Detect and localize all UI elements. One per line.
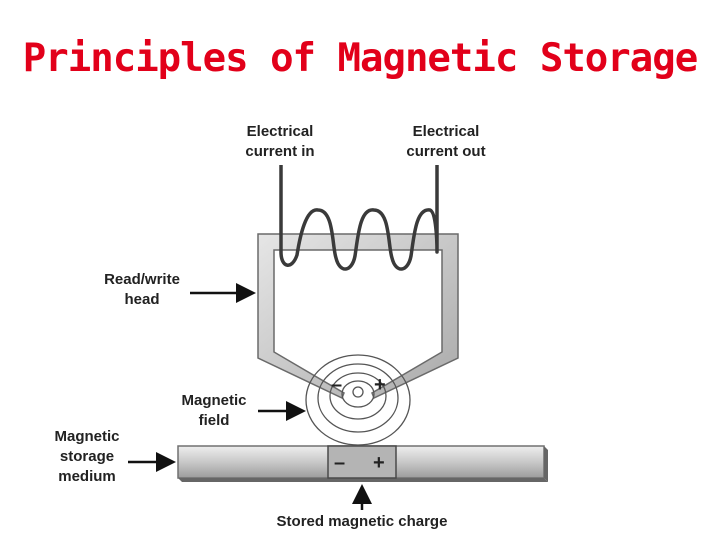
coil-wire (279, 165, 439, 271)
page-title: Principles of Magnetic Storage (22, 36, 698, 81)
label-current-out: Electrical current out (406, 123, 486, 160)
label-current-in: Electrical current in (245, 123, 315, 160)
label-storage-medium: Magnetic storage medium (54, 428, 120, 485)
stored-charge-region (327, 445, 397, 479)
medium-minus-sign: – (334, 452, 345, 474)
label-read-write-head: Read/write head (104, 271, 180, 308)
label-stored-charge: Stored magnetic charge (276, 513, 448, 530)
magnetic-field-rings (305, 354, 411, 446)
medium-plus-sign: + (373, 452, 385, 474)
read-write-head (257, 233, 459, 400)
label-magnetic-field: Magnetic field (181, 392, 247, 429)
head-plus-sign: + (374, 374, 386, 396)
head-minus-sign: – (331, 374, 342, 396)
